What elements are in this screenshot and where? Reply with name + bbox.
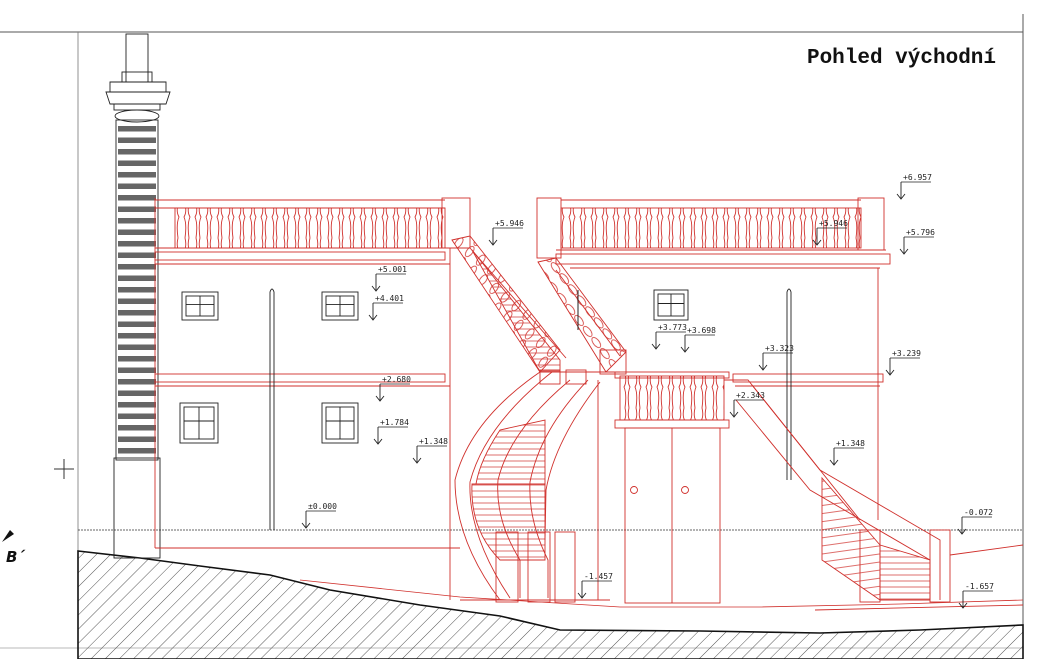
window [181,291,219,321]
level-label: +4.401 [375,294,404,303]
terrain-profile-line [299,579,1024,608]
crosshair-mark [54,459,74,479]
terrain [77,550,1024,659]
column-rustication [118,126,156,454]
level-mark: +1.348 [829,439,865,466]
level-label: +5.946 [819,219,848,228]
upper-stair-right [537,257,627,375]
level-mark: +3.698 [680,326,716,353]
level-mark: +2.680 [375,375,411,402]
level-mark: +5.946 [812,219,848,246]
level-mark: +3.323 [758,344,794,371]
level-label: +3.239 [892,349,921,358]
level-label: +3.323 [765,344,794,353]
level-mark: +4.401 [368,294,404,321]
downpipe-right [786,288,792,480]
window [321,402,359,444]
level-label: +5.796 [906,228,935,237]
level-mark: +5.001 [371,265,407,292]
level-label: ±0.000 [308,502,337,511]
level-label: +2.680 [382,375,411,384]
level-label: +6.957 [903,173,932,182]
level-mark: +1.784 [373,418,409,445]
level-label: +3.773 [658,323,687,332]
level-mark: +2.343 [729,391,765,418]
level-label: +1.348 [836,439,865,448]
level-mark: +3.239 [885,349,921,376]
window [653,289,689,321]
window [179,402,219,444]
downpipe-left [269,288,275,530]
left-building [154,197,471,549]
right-building [536,197,891,520]
central-gate [449,248,730,604]
level-mark: +5.796 [899,228,935,255]
level-mark: +5.946 [488,219,524,246]
level-mark: +6.957 [896,173,932,200]
level-label: -0.072 [964,508,993,517]
level-mark: -0.072 [957,508,993,535]
level-label: +5.946 [495,219,524,228]
right-stair [724,379,1024,611]
section-marker-label: B´ [6,548,26,566]
level-mark: -1.457 [577,572,613,599]
window [321,291,359,321]
level-label: +1.784 [380,418,409,427]
upper-stair-left [451,235,567,373]
level-mark: -1.657 [958,582,994,609]
level-label: +5.001 [378,265,407,274]
level-label: +3.698 [687,326,716,335]
column [105,33,171,559]
level-mark: +1.348 [412,437,448,464]
section-marker: B´ [2,530,26,566]
level-label: +1.348 [419,437,448,446]
level-mark: ±0.000 [301,502,337,529]
drawing-title: Pohled východní [807,47,996,70]
level-label: +2.343 [736,391,765,400]
level-label: -1.657 [965,582,994,591]
curved-stair [454,369,610,603]
windows [179,289,689,444]
level-label: -1.457 [584,572,613,581]
level-mark: +3.773 [651,323,687,350]
elevation-marks: +6.957 +5.946 +5.946 +5.796 +5.001 +4.401 +3.7… [301,173,994,609]
